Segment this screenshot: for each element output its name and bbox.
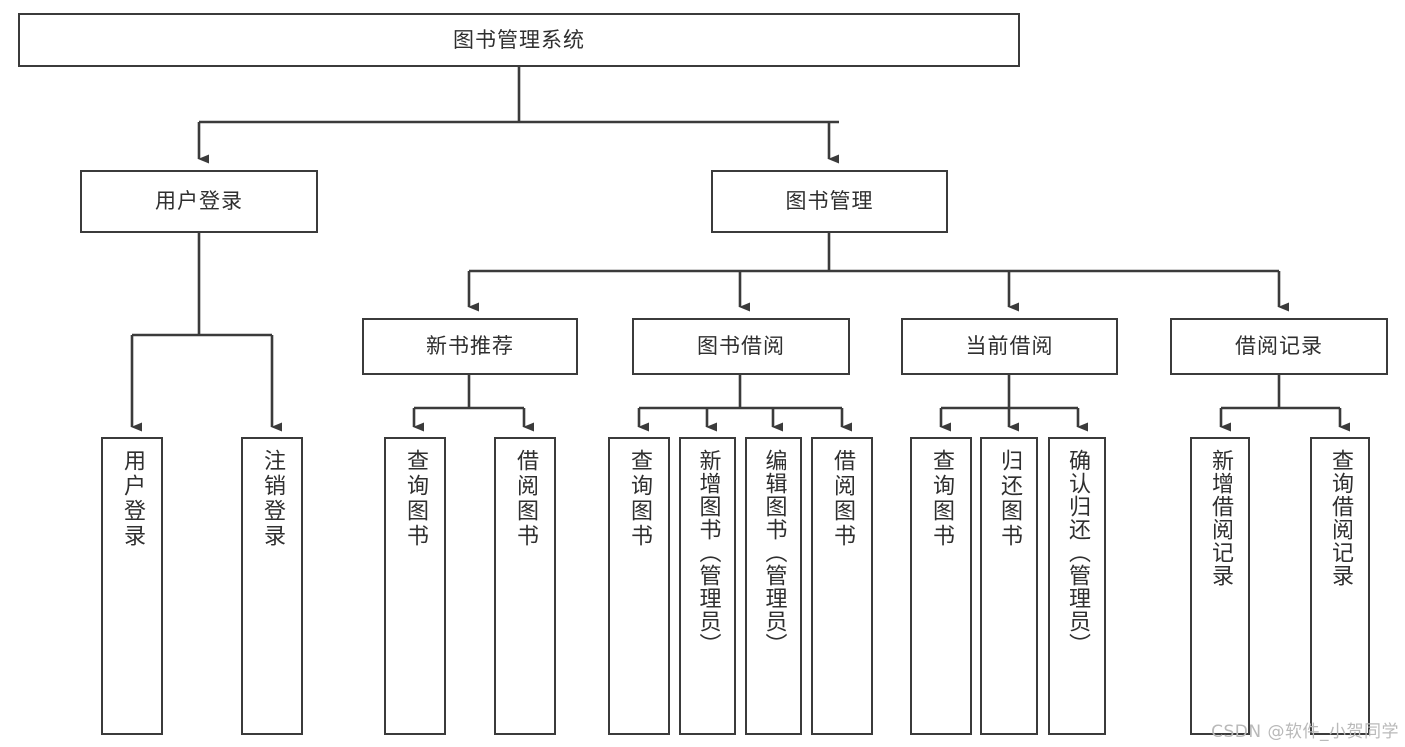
node-borrow-record[interactable]: 借阅记录: [1170, 318, 1388, 375]
node-book-borrow[interactable]: 图书借阅: [632, 318, 850, 375]
node-label: 查询图书: [928, 449, 954, 549]
node-label: 用户登录: [119, 449, 145, 549]
leaf-book-borrow-query[interactable]: 查询图书: [608, 437, 670, 735]
node-label: 借阅记录: [1235, 334, 1323, 359]
node-label: 归还图书: [996, 449, 1022, 549]
watermark: CSDN @软件_小贺同学: [1211, 722, 1399, 742]
node-label: 注销登录: [259, 449, 285, 549]
node-label: 图书借阅: [697, 334, 785, 359]
leaf-current-borrow-confirm-return[interactable]: 确认归还（管理员）: [1048, 437, 1106, 735]
node-label: 图书管理系统: [453, 27, 585, 52]
node-label: 新书推荐: [426, 334, 514, 359]
node-book-management[interactable]: 图书管理: [711, 170, 948, 233]
leaf-book-borrow-add[interactable]: 新增图书（管理员）: [679, 437, 736, 735]
leaf-user-login-login[interactable]: 用户登录: [101, 437, 163, 735]
leaf-current-borrow-query[interactable]: 查询图书: [910, 437, 972, 735]
node-label: 借阅图书: [512, 449, 538, 549]
node-label: 查询借阅记录: [1327, 449, 1353, 587]
leaf-borrow-record-add[interactable]: 新增借阅记录: [1190, 437, 1250, 735]
leaf-new-book-query[interactable]: 查询图书: [384, 437, 446, 735]
node-label: 当前借阅: [965, 334, 1054, 359]
leaf-borrow-record-query[interactable]: 查询借阅记录: [1310, 437, 1370, 735]
node-label: 新增借阅记录: [1207, 449, 1233, 587]
leaf-new-book-borrow[interactable]: 借阅图书: [494, 437, 556, 735]
leaf-current-borrow-return[interactable]: 归还图书: [980, 437, 1038, 735]
leaf-book-borrow-borrow[interactable]: 借阅图书: [811, 437, 873, 735]
node-label: 查询图书: [626, 449, 652, 549]
node-label: 确认归还（管理员）: [1064, 449, 1090, 656]
node-label: 编辑图书（管理员）: [761, 449, 787, 656]
node-label: 新增图书（管理员）: [695, 449, 721, 656]
leaf-book-borrow-edit[interactable]: 编辑图书（管理员）: [745, 437, 802, 735]
node-user-login[interactable]: 用户登录: [80, 170, 318, 233]
node-label: 借阅图书: [829, 449, 855, 549]
node-current-borrow[interactable]: 当前借阅: [901, 318, 1118, 375]
node-label: 用户登录: [155, 189, 243, 214]
node-label: 图书管理: [785, 189, 874, 214]
node-new-book-recommend[interactable]: 新书推荐: [362, 318, 578, 375]
leaf-user-login-logout[interactable]: 注销登录: [241, 437, 303, 735]
node-label: 查询图书: [402, 449, 428, 549]
node-root[interactable]: 图书管理系统: [18, 13, 1020, 67]
